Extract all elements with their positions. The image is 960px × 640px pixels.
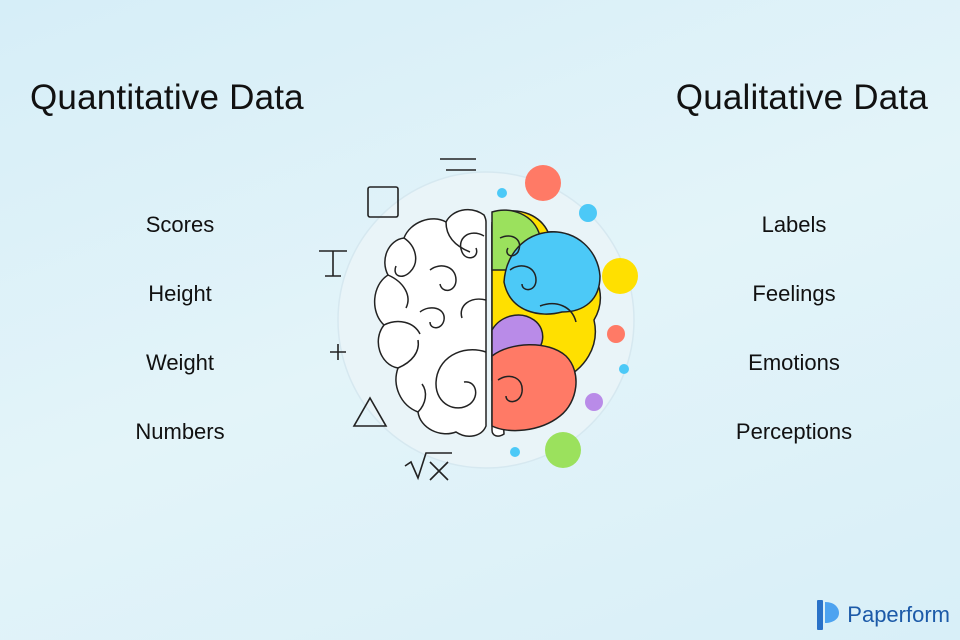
qualitative-list: Labels Feelings Emotions Perceptions xyxy=(694,212,894,488)
left-hemisphere xyxy=(373,208,487,438)
brain-illustration xyxy=(319,158,638,481)
brand-name: Paperform xyxy=(847,602,950,627)
list-item: Emotions xyxy=(748,350,840,375)
list-item: Height xyxy=(148,281,212,306)
list-item: Labels xyxy=(761,212,827,237)
plus-icon xyxy=(330,344,346,360)
triangle-icon xyxy=(352,396,388,427)
list-item: Feelings xyxy=(752,281,836,306)
quantitative-list: Scores Height Weight Numbers xyxy=(80,212,280,488)
qualitative-title: Qualitative Data xyxy=(675,78,928,117)
list-item: Scores xyxy=(145,212,215,237)
quantitative-title: Quantitative Data xyxy=(30,78,304,117)
list-item: Weight xyxy=(145,350,215,375)
paperform-logo-icon xyxy=(817,600,840,630)
brand-logo[interactable]: Paperform xyxy=(817,600,950,630)
list-item: Numbers xyxy=(135,419,225,444)
list-item: Perceptions xyxy=(735,419,853,444)
sqrt-icon xyxy=(404,452,452,481)
right-hemisphere xyxy=(491,209,602,437)
math-symbols xyxy=(319,158,476,481)
floating-dots xyxy=(497,165,638,468)
t-icon xyxy=(319,250,347,277)
square-icon xyxy=(367,186,399,218)
